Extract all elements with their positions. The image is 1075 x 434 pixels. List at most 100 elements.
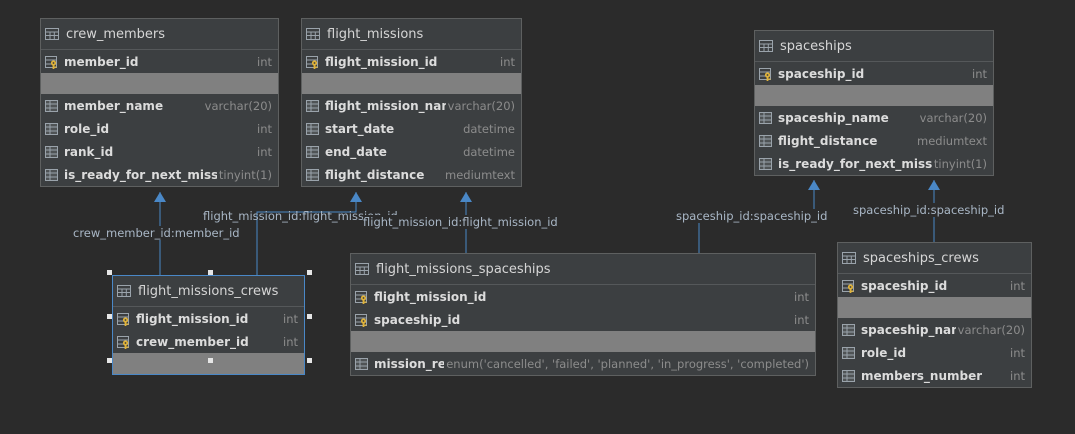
column-icon — [355, 357, 368, 370]
table-icon — [759, 40, 773, 52]
table-header[interactable]: spaceships — [755, 31, 993, 62]
column-row[interactable]: spaceship_name varchar(20) — [755, 106, 993, 129]
column-name: spaceship_name — [861, 322, 972, 337]
column-type: int — [792, 312, 809, 327]
column-type: varchar(20) — [917, 110, 987, 125]
column-icon — [306, 122, 319, 135]
selection-handle[interactable] — [307, 314, 312, 319]
column-name: role_id — [861, 345, 907, 360]
column-type: int — [281, 334, 298, 349]
selection-handle[interactable] — [307, 358, 312, 363]
relation-line[interactable] — [256, 192, 357, 275]
primary-key-column[interactable]: spaceship_id int — [838, 274, 1031, 297]
table-icon — [306, 28, 320, 40]
relation-arrowhead — [350, 192, 362, 202]
primary-key-icon — [355, 313, 367, 327]
relation-label: spaceship_id:spaceship_id — [676, 209, 828, 223]
column-type: varchar(20) — [955, 322, 1025, 337]
selection-handle[interactable] — [107, 314, 112, 319]
column-name: spaceship_name — [778, 110, 889, 125]
column-icon — [759, 111, 772, 124]
column-name: flight_mission_id — [325, 54, 438, 69]
selection-handle[interactable] — [208, 358, 213, 363]
column-type: varchar(20) — [202, 98, 272, 113]
column-row[interactable]: flight_distance mediumtext — [302, 163, 521, 186]
column-name: spaceship_id — [861, 278, 948, 293]
column-icon — [759, 134, 772, 147]
column-type: int — [1008, 278, 1025, 293]
column-name: is_ready_for_next_mission — [64, 167, 240, 182]
relation-arrowhead — [460, 192, 472, 202]
column-type: int — [970, 66, 987, 81]
column-name: members_number — [861, 368, 983, 383]
selection-handle[interactable] — [208, 270, 213, 275]
table-header[interactable]: crew_members — [41, 19, 278, 50]
column-type: int — [255, 121, 272, 136]
column-name: flight_mission_id — [136, 311, 249, 326]
table-header[interactable]: flight_missions_crews — [113, 276, 304, 307]
table-name: spaceships_crews — [863, 250, 979, 266]
primary-key-icon — [355, 290, 367, 304]
column-type: mediumtext — [443, 167, 515, 182]
column-row[interactable]: flight_distance mediumtext — [755, 129, 993, 152]
selection-handle[interactable] — [307, 270, 312, 275]
key-separator — [113, 353, 304, 374]
column-type: mediumtext — [915, 133, 987, 148]
table-icon — [355, 263, 369, 275]
column-name: flight_distance — [325, 167, 425, 182]
column-row[interactable]: member_name varchar(20) — [41, 94, 278, 117]
primary-key-column[interactable]: flight_mission_id int — [113, 307, 304, 330]
table-header[interactable]: flight_missions_spaceships — [351, 254, 815, 285]
table-header[interactable]: spaceships_crews — [838, 243, 1031, 274]
key-separator — [351, 331, 815, 352]
column-icon — [306, 168, 319, 181]
relation-arrowhead — [808, 180, 820, 190]
relation-label: crew_member_id:member_id — [73, 226, 240, 240]
key-separator — [302, 73, 521, 94]
table-icon — [45, 28, 59, 40]
column-type: int — [792, 289, 809, 304]
column-icon — [842, 369, 855, 382]
primary-key-icon — [45, 55, 57, 69]
selection-handle[interactable] — [107, 270, 112, 275]
column-type: tinyint(1) — [216, 167, 272, 182]
column-name: member_id — [64, 54, 139, 69]
column-icon — [759, 157, 772, 170]
relation-label: spaceship_id:spaceship_id — [853, 203, 1005, 217]
table-icon — [117, 285, 131, 297]
primary-key-icon — [117, 312, 129, 326]
column-icon — [306, 145, 319, 158]
column-name: member_name — [64, 98, 164, 113]
column-type: int — [281, 311, 298, 326]
relation-label: flight_mission_id:flight_mission_id — [363, 215, 558, 229]
column-type: datetime — [461, 121, 515, 136]
selection-handle[interactable] — [107, 358, 112, 363]
primary-key-icon — [842, 279, 854, 293]
column-name: flight_distance — [778, 133, 878, 148]
table-header[interactable]: flight_missions — [302, 19, 521, 50]
